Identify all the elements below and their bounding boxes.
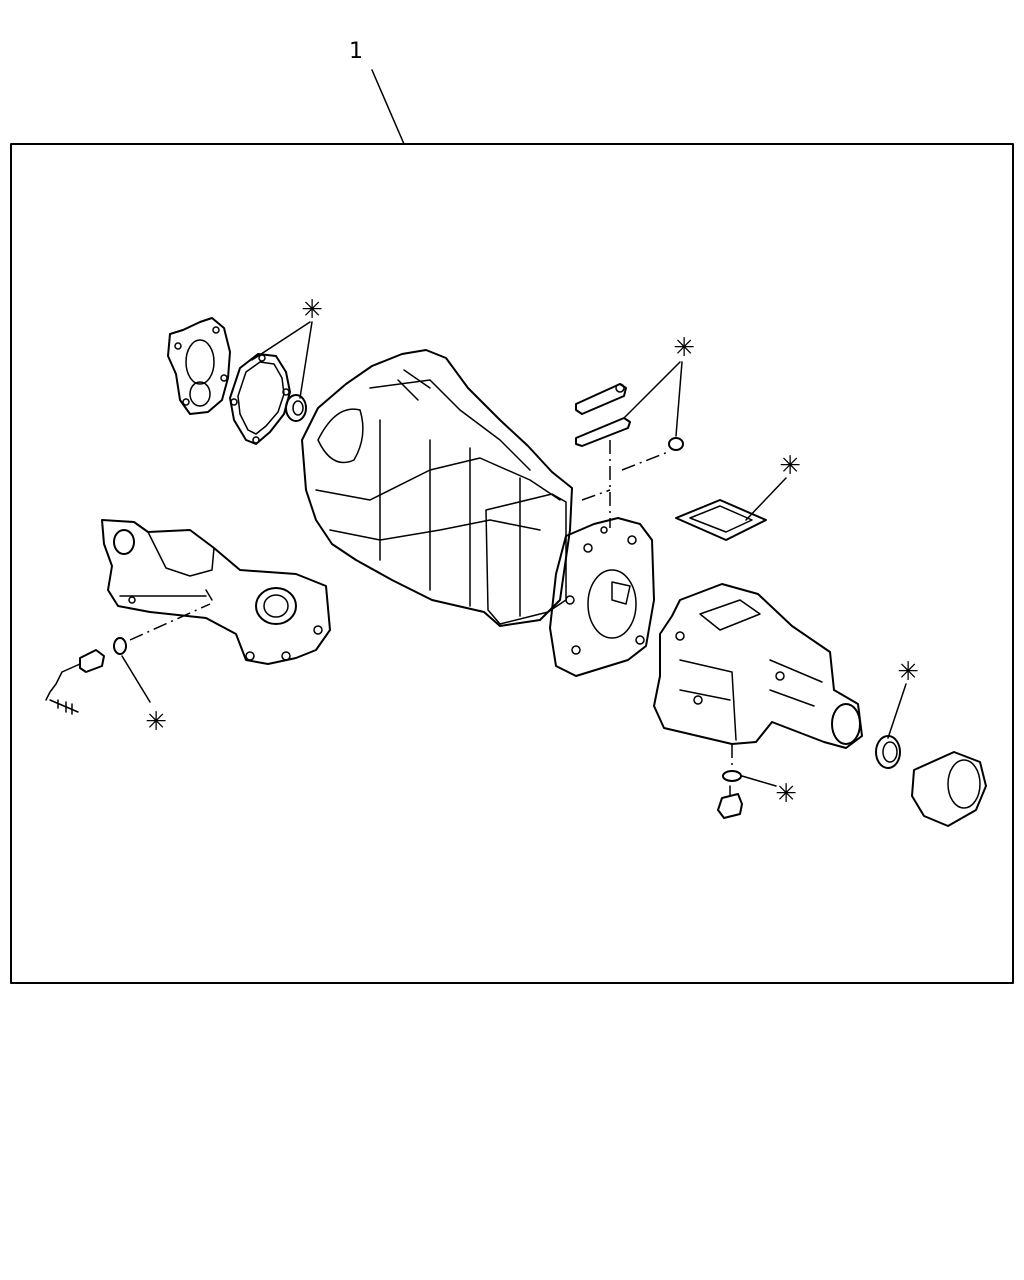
assembly-axis <box>129 603 211 641</box>
drain-plug[interactable] <box>717 785 743 819</box>
kit-marker-shift: ✳ <box>674 325 694 365</box>
o-ring[interactable] <box>668 437 684 451</box>
kit-marker-front: ✳ <box>302 287 322 327</box>
extension-housing[interactable] <box>653 583 863 749</box>
leader-line <box>887 683 907 739</box>
leader-line <box>121 655 151 703</box>
kit-marker-switch: ✳ <box>146 699 166 739</box>
control-cover-gasket[interactable] <box>675 499 767 541</box>
back-up-light-switch[interactable] <box>45 649 105 715</box>
leader-line <box>745 477 787 521</box>
kit-frame <box>10 143 1014 984</box>
kit-marker-cover: ✳ <box>780 443 800 483</box>
assembly-axis <box>621 451 669 471</box>
retainer-gasket[interactable] <box>229 353 291 445</box>
kit-marker-rear-seal: ✳ <box>898 649 918 689</box>
drain-plug-gasket[interactable] <box>722 770 742 782</box>
callout-leader <box>371 69 405 145</box>
kit-marker-drain: ✳ <box>776 771 796 811</box>
rear-oil-seal[interactable] <box>875 735 901 769</box>
callout-number: 1 <box>349 39 363 64</box>
transmission-case[interactable] <box>301 349 573 627</box>
leader-line <box>741 775 777 787</box>
front-oil-seal[interactable] <box>285 394 307 422</box>
switch-washer[interactable] <box>113 637 127 655</box>
leader-line <box>675 361 683 437</box>
intermediate-plate[interactable] <box>549 517 655 677</box>
leader-line <box>623 361 681 419</box>
front-bearing-retainer[interactable] <box>167 317 231 415</box>
leader-line <box>251 321 311 361</box>
shift-rail-plug[interactable] <box>575 383 627 415</box>
assembly-axis <box>581 489 611 501</box>
plug-gasket[interactable] <box>575 417 631 447</box>
shift-lever-housing[interactable] <box>101 519 331 665</box>
leader-line <box>299 321 313 399</box>
dust-cover[interactable] <box>911 751 987 827</box>
